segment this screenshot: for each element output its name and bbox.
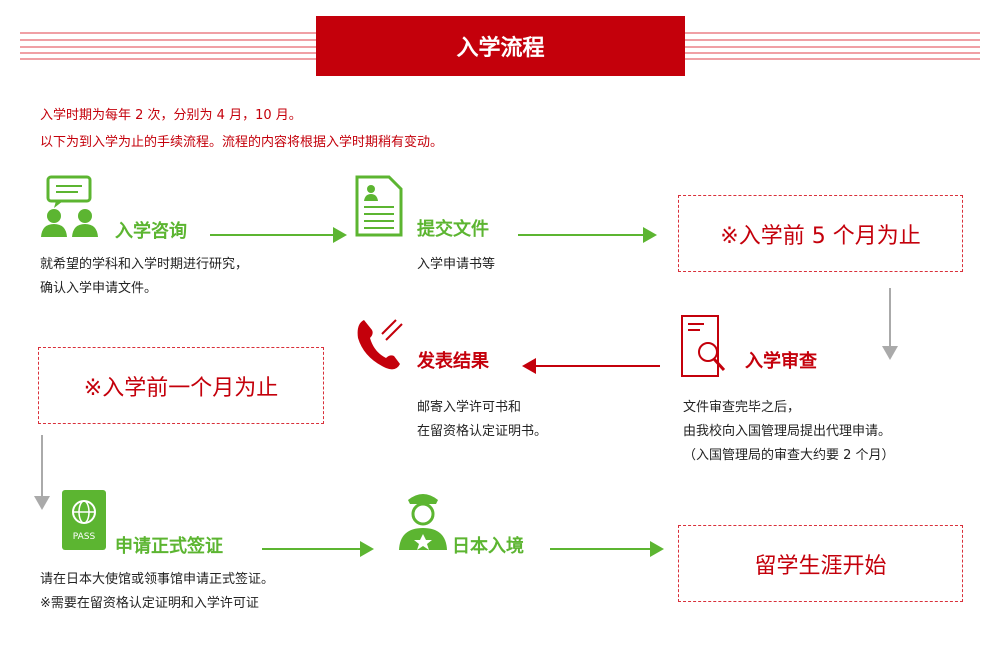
arrow-down	[34, 435, 50, 510]
desc-line: 邮寄入学许可书和	[417, 400, 522, 415]
review-notebook-magnifier-icon	[681, 315, 726, 377]
step-result-label: 发表结果	[417, 351, 489, 372]
desc-line: 确认入学申请文件。	[40, 281, 158, 296]
arrow-right	[550, 541, 664, 557]
study-start-box: 留学生涯开始	[678, 525, 963, 602]
desc-line: 由我校向入国管理局提出代理申请。	[683, 424, 892, 439]
arrow-right	[518, 227, 657, 243]
arrow-down	[882, 288, 898, 360]
step-submit-label: 提交文件	[417, 219, 489, 240]
step-review-label: 入学审查	[745, 351, 817, 372]
deadline-1-month: ※入学前一个月为止	[38, 347, 324, 424]
desc-line: 文件审查完毕之后，	[683, 400, 801, 415]
intro-line: 以下为到入学为止的手续流程。流程的内容将根据入学时期稍有变动。	[40, 135, 444, 150]
desc-line: ※需要在留资格认定证明和入学许可证	[40, 596, 259, 611]
arrow-right	[210, 227, 347, 243]
consultation-people-icon	[41, 175, 98, 237]
page-title: 入学流程	[316, 16, 685, 76]
document-icon	[355, 175, 403, 237]
desc-line: 就希望的学科和入学时期进行研究，	[40, 257, 249, 272]
passport-text: PASS	[72, 532, 96, 542]
deadline-5-months: ※入学前 5 个月为止	[678, 195, 963, 272]
arrow-right	[262, 541, 374, 557]
globe-icon	[72, 500, 96, 524]
desc-line: （入国管理局的审查大约要 2 个月）	[683, 448, 895, 463]
desc-line: 在留资格认定证明书。	[417, 424, 548, 439]
step-result-desc: 邮寄入学许可书和 在留资格认定证明书。	[417, 396, 547, 444]
step-visa-desc: 请在日本大使馆或领事馆申请正式签证。 ※需要在留资格认定证明和入学许可证	[40, 568, 274, 616]
desc-line: 请在日本大使馆或领事馆申请正式签证。	[40, 572, 275, 587]
step-consult-desc: 就希望的学科和入学时期进行研究， 确认入学申请文件。	[40, 253, 248, 301]
step-entry-label: 日本入境	[452, 536, 524, 557]
intro-line: 入学时期为每年 2 次，分别为 4 月，10 月。	[40, 108, 302, 123]
arrow-left	[522, 358, 660, 374]
phone-icon	[357, 319, 403, 370]
step-review-desc: 文件审查完毕之后， 由我校向入国管理局提出代理申请。 （入国管理局的审查大约要 …	[683, 396, 895, 468]
step-visa-label: 申请正式签证	[115, 536, 223, 557]
step-consult-label: 入学咨询	[115, 221, 187, 242]
passport-icon: PASS	[62, 490, 106, 550]
step-submit-desc: 入学申请书等	[417, 257, 496, 272]
immigration-officer-icon	[399, 494, 447, 550]
